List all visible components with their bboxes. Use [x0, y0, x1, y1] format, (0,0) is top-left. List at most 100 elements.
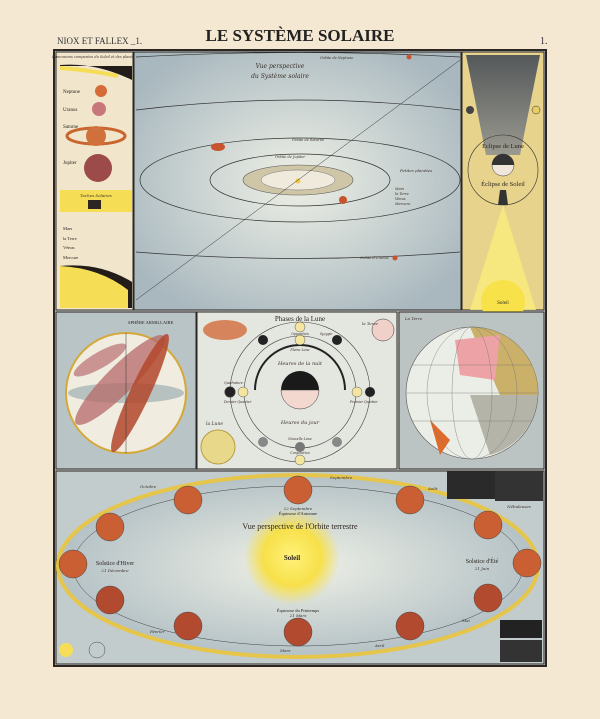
moon-icon: [332, 335, 342, 345]
sun-label: Soleil: [497, 301, 509, 306]
planets-column-panel: Dimensions comparées du Soleil et des pl…: [51, 51, 138, 311]
moon-icon: [258, 437, 268, 447]
summer-date: 21 Juin: [474, 566, 490, 571]
spring-equinox: Équinoxe du Printemps: [277, 608, 319, 613]
label-opposition: Opposition: [291, 332, 309, 336]
moon-phase-icon: [531, 105, 541, 115]
planet-label-jupiter: Jupiter: [63, 161, 77, 166]
label-pleine-lune: Pleine Lune: [289, 348, 309, 352]
orbit-label-saturne: Orbite de Saturne: [292, 138, 324, 142]
autumn-date: 22 Septembre: [283, 506, 313, 511]
jupiter-marker: [339, 196, 347, 204]
comet-path: [135, 59, 461, 301]
earth-icon: [173, 611, 203, 641]
nebula-image: [495, 471, 543, 501]
jupiter-icon: [84, 154, 112, 182]
orbit-sun-label: Soleil: [284, 554, 300, 562]
small-planet-venus: Vénus: [63, 245, 75, 250]
sun-icon: [59, 643, 73, 657]
earth-icon: [95, 585, 125, 615]
orbit-saturn: [139, 137, 461, 223]
neptune-marker: [406, 54, 412, 60]
earth-icon: [58, 549, 88, 579]
day-hours-label: Heures du jour: [280, 420, 320, 426]
orbit-label-uranus: Orbite d'Uranus: [360, 256, 389, 260]
uranus-icon: [92, 102, 106, 116]
sunspot-icon: [88, 200, 101, 209]
moon-icon: [224, 386, 236, 398]
nebula-image: [447, 471, 495, 499]
small-planet-mars: Mars: [63, 226, 72, 231]
moon-icon: [294, 454, 306, 466]
orbit-label-jupiter: Orbite de Jupiter: [275, 155, 305, 159]
label-dernier-quartier: Dernier Quartier: [223, 400, 252, 404]
winter-date: 21 Décembre: [100, 568, 129, 573]
moon-icon: [294, 334, 306, 346]
month-label: Octobre: [140, 484, 157, 489]
neptune-icon: [95, 85, 107, 97]
publisher-label: NIOX ET FALLEX _1.: [57, 36, 142, 46]
planet-label-uranus: Uranus: [63, 108, 77, 113]
moon-phase-icon: [466, 106, 474, 114]
earth-icon: [95, 512, 125, 542]
month-label: Mars: [279, 648, 290, 653]
uranus-marker: [392, 255, 398, 261]
earth-icon: [512, 548, 542, 578]
moon-surface-icon: [200, 429, 236, 465]
sun-glow: [244, 509, 340, 605]
earth-icon: [395, 485, 425, 515]
orbit-jupiter: [209, 153, 391, 207]
small-planets-row: Mars: [394, 187, 404, 191]
spring-date: 21 Mars: [289, 613, 307, 618]
orbit-label-neptune: Orbite de Neptune: [320, 56, 353, 60]
earth-label: la Terre: [362, 321, 378, 326]
planet-label-neptune: Neptune: [63, 90, 81, 95]
label-conjonction: Conjonction: [290, 451, 309, 455]
label-nouvelle-lune: Nouvelle Lune: [287, 437, 312, 441]
perspective-title-2: du Système solaire: [251, 73, 309, 80]
sunspots-label: Taches Solaires: [80, 193, 112, 198]
globe-panel: La Terre: [398, 311, 545, 470]
label-syzygie: Syzygie: [320, 332, 333, 336]
earth-globe-icon: [371, 318, 395, 342]
moon-icon: [351, 386, 363, 398]
page-title: LE SYSTÈME SOLAIRE: [206, 26, 395, 45]
nebulae-label: Nébuleuses: [506, 504, 531, 509]
planet-label-saturne: Saturne: [63, 125, 79, 130]
eclipse-sun-label: Éclipse de Soleil: [481, 180, 525, 188]
label-premier-quartier: Premier Quartier: [349, 400, 378, 404]
armillary-title: SPHÈRE ARMILLAIRE: [128, 320, 174, 325]
moon-phases-panel: Phases de la Lune Heures de la nuit Heur…: [196, 311, 398, 470]
small-planet-mercure: Mercure: [63, 255, 78, 260]
label-quadrature: Quadrature: [224, 381, 243, 385]
earth-icon: [283, 617, 313, 647]
month-label: Mai: [461, 618, 470, 623]
saturn-icon: [86, 126, 106, 146]
moon-icon: [237, 386, 249, 398]
eclipse-moon-label: Éclipse de Lune: [482, 142, 524, 150]
saturn-marker: [211, 143, 225, 151]
perspective-title-1: Vue perspective: [256, 63, 305, 70]
month-label: Février: [149, 629, 166, 634]
earth-icon: [283, 475, 313, 505]
summer-solstice: Solstice d'Été: [466, 557, 499, 565]
moon-icon: [258, 335, 268, 345]
winter-solstice: Solstice d'Hiver: [96, 561, 134, 567]
globe-title: La Terre: [404, 316, 423, 321]
earth-icon: [173, 485, 203, 515]
moon-phase-icons: [224, 321, 375, 466]
nebula-image: [500, 640, 542, 662]
month-label: Septembre: [330, 475, 353, 480]
moon-icon: [332, 437, 342, 447]
night-hours-label: Heures de la nuit: [277, 361, 323, 367]
month-label: Août: [427, 486, 438, 491]
nebula-image: [500, 620, 542, 638]
moon-icon: [294, 321, 306, 333]
solar-system-perspective-panel: Vue perspective du Système solaire Orbit…: [133, 51, 462, 311]
earth-icon: [473, 583, 503, 613]
moon-icon: [295, 442, 305, 452]
planets-heading: Dimensions comparées du Soleil et des pl…: [51, 55, 138, 59]
earth-positions: [58, 475, 542, 647]
earth-icon: [395, 611, 425, 641]
month-label: Avril: [374, 643, 385, 648]
